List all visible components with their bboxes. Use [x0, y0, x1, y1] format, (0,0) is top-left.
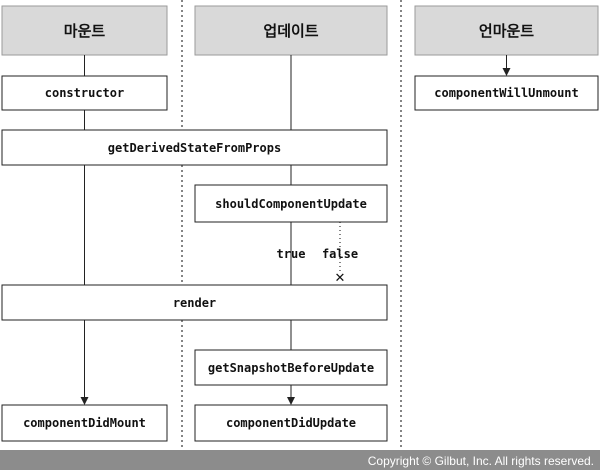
header-mount: 마운트	[1, 5, 168, 56]
render-label: render	[173, 296, 216, 310]
branch-true-label: true	[277, 247, 306, 261]
get-derived-state-from-props-box: getDerivedStateFromProps	[1, 129, 388, 166]
component-did-mount-label: componentDidMount	[23, 416, 146, 430]
constructor-box: constructor	[1, 75, 168, 111]
render-box: render	[1, 284, 388, 321]
header-update-title: 업데이트	[263, 22, 318, 40]
copyright-text: Copyright © Gilbut, Inc. All rights rese…	[368, 454, 594, 468]
get-snapshot-before-update-box: getSnapshotBeforeUpdate	[194, 349, 388, 386]
component-did-update-box: componentDidUpdate	[194, 404, 388, 442]
header-mount-title: 마운트	[64, 22, 106, 40]
branch-false-label: false	[322, 247, 358, 261]
copyright-footer: Copyright © Gilbut, Inc. All rights rese…	[0, 450, 600, 470]
component-did-mount-box: componentDidMount	[1, 404, 168, 442]
should-component-update-box: shouldComponentUpdate	[194, 184, 388, 223]
get-derived-state-from-props-label: getDerivedStateFromProps	[108, 141, 281, 155]
should-component-update-label: shouldComponentUpdate	[215, 197, 367, 211]
get-snapshot-before-update-label: getSnapshotBeforeUpdate	[208, 361, 374, 375]
constructor-label: constructor	[45, 86, 124, 100]
component-will-unmount-box: componentWillUnmount	[414, 75, 599, 111]
false-stop-x-icon: ✕	[335, 271, 346, 286]
component-did-update-label: componentDidUpdate	[226, 416, 356, 430]
header-update: 업데이트	[194, 5, 388, 56]
header-unmount-title: 언마운트	[479, 22, 534, 40]
component-will-unmount-label: componentWillUnmount	[434, 86, 579, 100]
header-unmount: 언마운트	[414, 5, 599, 56]
